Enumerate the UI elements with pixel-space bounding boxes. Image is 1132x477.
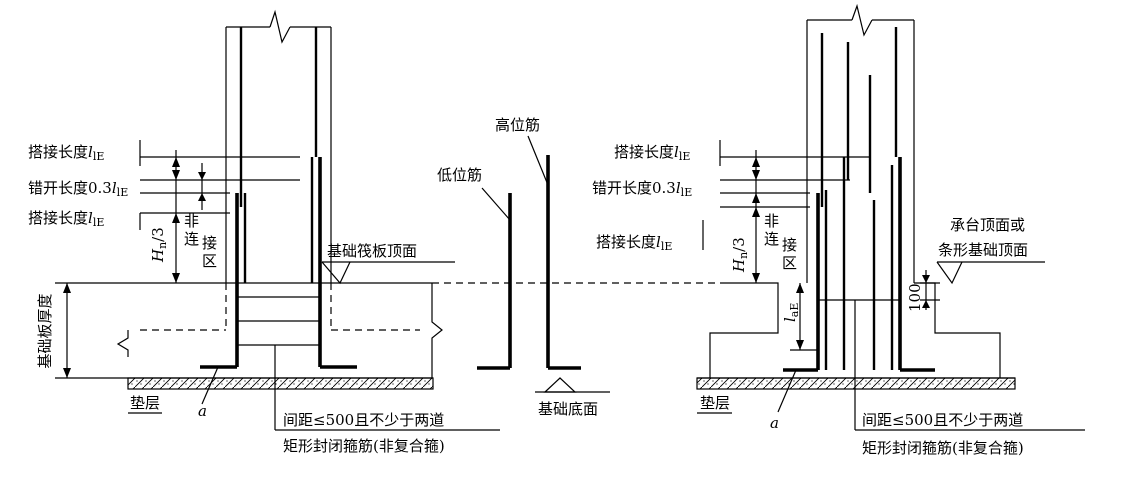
left-non-joint-zone-4: 区 — [202, 252, 217, 270]
left-lap-top-label: 搭接长度llE — [28, 143, 104, 163]
right-height-label: Hn/3 — [730, 237, 750, 273]
arrow-icon — [172, 170, 180, 180]
right-lap-bottom-label: 搭接长度llE — [596, 233, 672, 253]
raft-top-label: 基础筏板顶面 — [327, 242, 417, 260]
right-cap-outline — [709, 282, 779, 378]
right-stirrup-line1: 间距≤500且不少于两道 — [862, 411, 1023, 429]
high-bar-leader — [527, 135, 549, 186]
arrow-icon — [752, 207, 760, 217]
cap-top-label-line1: 承台顶面或 — [950, 216, 1025, 234]
right-cushion-label: 垫层 — [700, 394, 730, 412]
cap-top-label-line2: 条形基础顶面 — [938, 241, 1028, 259]
right-detail: 搭接长度llE 错开长度0.3llE 搭接长度llE Hn/3 非 连 接 区 … — [592, 3, 1085, 457]
right-non-joint-zone-2: 连 — [764, 230, 779, 248]
arrow-icon — [796, 283, 804, 293]
left-break-symbol — [269, 9, 291, 44]
high-bar-label: 高位筋 — [495, 116, 540, 134]
left-cushion-layer — [127, 377, 434, 390]
foundation-bottom-label: 基础底面 — [538, 400, 598, 418]
arrow-icon — [752, 273, 760, 283]
low-bar-label: 低位筋 — [437, 166, 482, 184]
right-break-symbol — [851, 3, 873, 37]
left-detail: 基础板厚度 搭接长度llE 错开长度0.3llE 搭接长度llE Hn/3 非 … — [28, 9, 720, 455]
left-non-joint-zone-1: 非 — [184, 212, 199, 230]
left-anchor-a: a — [198, 402, 207, 420]
arrow-icon — [172, 273, 180, 283]
arrow-icon — [198, 172, 206, 180]
left-non-joint-zone-3: 接 — [202, 234, 217, 252]
arrow-icon — [172, 157, 180, 167]
dim-100-label: 100 — [906, 283, 924, 312]
arrow-icon — [752, 157, 760, 167]
left-non-joint-zone-2: 连 — [184, 230, 199, 248]
left-height-label: Hn/3 — [149, 227, 169, 263]
arrow-icon — [63, 283, 71, 293]
left-break-mark — [431, 283, 443, 380]
right-cap-top-marker — [936, 261, 963, 285]
right-stagger-label: 错开长度0.3llE — [592, 179, 692, 199]
right-anchor-a: a — [770, 414, 779, 432]
arrow-icon — [752, 193, 760, 203]
right-non-joint-zone-4: 区 — [782, 254, 797, 272]
left-stirrup-line2: 矩形封闭箍筋(非复合箍) — [283, 437, 445, 455]
left-raft-top-marker — [321, 261, 351, 285]
arrow-icon — [172, 213, 180, 223]
middle-detail: 低位筋 高位筋 基础底面 — [437, 116, 610, 418]
right-anchor-leader — [777, 369, 797, 413]
arrow-icon — [198, 193, 206, 201]
right-non-joint-zone-3: 接 — [782, 236, 797, 254]
right-cushion-layer — [696, 377, 1016, 390]
left-stirrup-line1: 间距≤500且不少于两道 — [283, 411, 444, 429]
right-anchor-length-label: laE — [781, 303, 801, 322]
left-cushion-label: 垫层 — [130, 394, 160, 412]
arrow-icon — [752, 170, 760, 180]
foundation-bottom-marker — [543, 377, 577, 393]
right-stirrup-line2: 矩形封闭箍筋(非复合箍) — [862, 439, 1024, 457]
right-cap-outline — [914, 282, 1001, 378]
arrow-icon — [63, 368, 71, 378]
left-anchor-leader — [201, 366, 219, 405]
arrow-icon — [922, 300, 930, 308]
left-break-mark — [116, 330, 129, 357]
left-stagger-label: 错开长度0.3llE — [28, 179, 128, 199]
arrow-icon — [796, 340, 804, 350]
arrow-icon — [922, 275, 930, 283]
right-lap-top-label: 搭接长度llE — [614, 143, 690, 163]
right-non-joint-zone-1: 非 — [764, 212, 779, 230]
low-bar-leader — [481, 187, 511, 221]
left-lap-bottom-label: 搭接长度llE — [28, 209, 104, 229]
raft-thickness-label: 基础板厚度 — [36, 293, 54, 368]
